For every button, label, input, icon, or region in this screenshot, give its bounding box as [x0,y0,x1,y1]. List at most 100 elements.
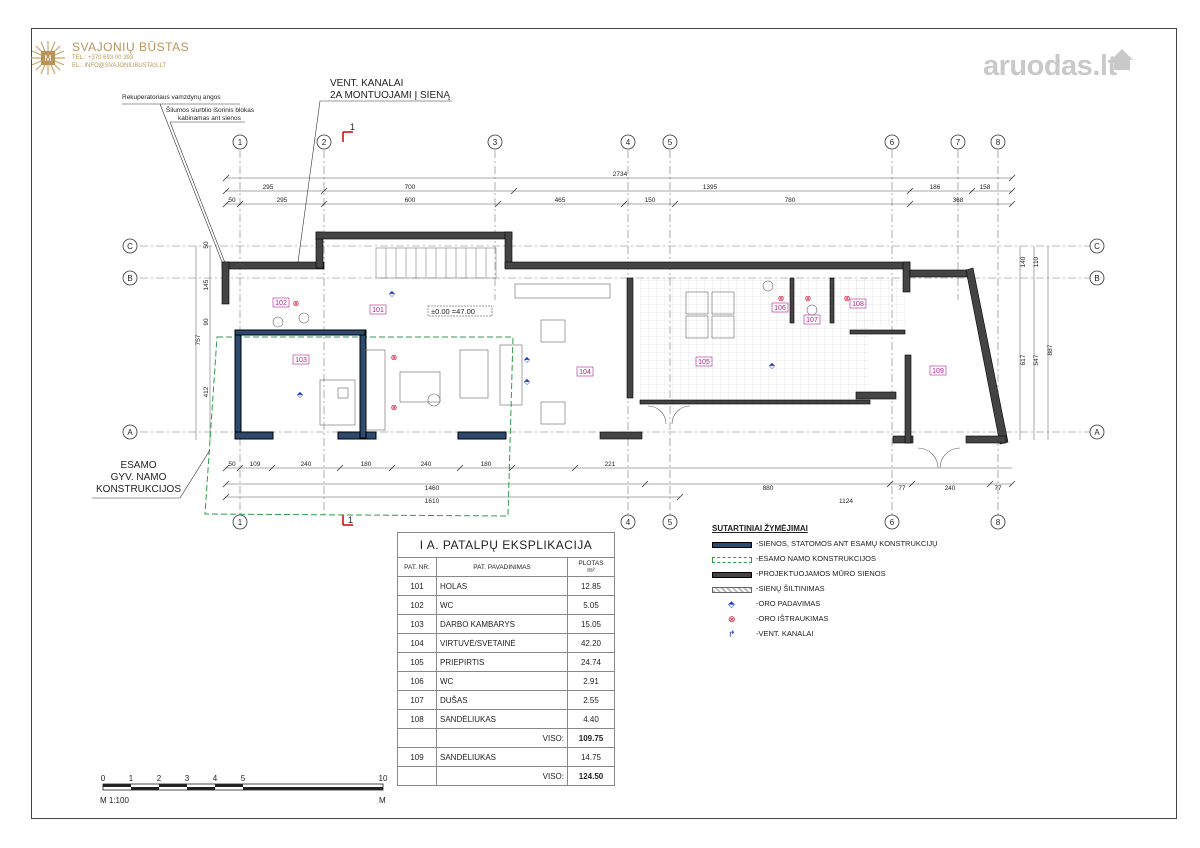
total-row: VISO:124.50 [397,766,615,786]
axis-bubble-c-right [1089,238,1105,254]
dimension-lines [195,177,1049,498]
row-name: PRIEPIRTIS [436,652,568,672]
row-nr: 103 [397,614,437,634]
air-supply-icon: ⬘ [769,361,776,370]
room-tag-107: 107 [806,317,818,324]
room-tag-109: 109 [932,368,944,375]
armchair-1 [540,319,566,343]
dim-bot-a: 50 [228,461,236,468]
legend-label: -PROJEKTUOJAMOS MŪRO SIENOS [756,569,886,578]
desk [319,379,356,426]
header-nr: PAT. NR. [397,557,437,577]
dim-bot-f: 180 [481,461,492,468]
scale-tick-label: 2 [157,774,162,783]
dim-total-top: 2734 [613,171,628,178]
sauna-bench-4 [711,315,735,339]
brand-block: M SVAJONIŲ BŪSTAS TEL.: +370 693 00 393 … [30,40,189,81]
dim-top2-f: 780 [785,197,796,204]
dim-bot2-a: 1460 [425,485,440,492]
room-tag-102: 102 [275,300,287,307]
axis-label-2-top: 2 [322,138,327,147]
row-name: DARBO KAMBARYS [436,614,568,634]
scale-tick-label: 5 [241,774,246,783]
watermark-suffix: .lt [1092,50,1117,82]
row-area: 24.74 [567,652,615,672]
row-area: 2.55 [567,690,615,710]
dim-top2-g: 368 [953,197,964,204]
dim-bot2-b: 880 [763,485,774,492]
section-mark-bottom: 1 [348,515,353,525]
dim-top-a: 295 [263,184,274,191]
row-area: 5.05 [567,595,615,615]
level-marker: ±0.00 =47.00 [431,307,475,316]
brand-name: SVAJONIŲ BŪSTAS [72,40,190,54]
dim-top2-a: 50 [228,197,236,204]
row-area: 15.05 [567,614,615,634]
scale-tick-label: 1 [129,774,134,783]
legend-item: -ESAMO NAMO KONSTRUKCIJOS [712,554,952,569]
room-tag-105: 105 [698,359,710,366]
axis-label-5-bottom: 5 [668,518,673,527]
row-name: VIRTUVĖ/SVETAINĖ [436,633,568,653]
dim-left-e: 50 [203,241,210,249]
sauna-bench-1 [685,291,709,315]
dim-right-e: 110 [1033,256,1040,267]
header-name: PAT. PAVADINIMAS [436,557,568,577]
axis-bubble-a-left [122,424,138,440]
header-area-unit: m² [587,567,595,574]
axis-label-b-right: B [1094,274,1099,283]
dim-bot-g: 221 [605,461,616,468]
armchair-2 [540,401,566,425]
legend-item: ⊗-ORO IŠTRAUKIMAS [712,614,952,629]
air-extract-icon: ⊗ [805,294,812,303]
dim-bot3-a: 1610 [425,498,440,505]
row-name: SANDĖLIUKAS [436,709,568,729]
axis-label-a-left: A [127,428,133,437]
dim-left-d: 90 [203,318,210,326]
row-nr: 108 [397,709,437,729]
row-nr: 106 [397,671,437,691]
axis-label-8-top: 8 [996,138,1001,147]
dim-bot-d: 180 [361,461,372,468]
row-name: SANDĖLIUKAS [436,747,568,767]
scale-bar: 0 1 2 3 4 5 10 M 1:100 M [100,772,400,817]
dim-bot2-e: 77 [994,485,1002,492]
brand-logo-icon: M [31,41,65,75]
dim-top-d: 186 [930,184,941,191]
axis-label-1-top: 1 [238,138,243,147]
dim-right-a: 140 [1020,256,1027,267]
room-tags: 101 102 103 104 105 106 107 108 109 [272,297,947,377]
legend-item: ↱-VENT. KANALAI [712,629,952,644]
existing-note-line2: GYV. NAMO [110,472,167,483]
row-nr: 101 [397,576,437,596]
chair [337,387,349,399]
tile-floor [640,278,905,406]
room-tag-104: 104 [579,369,591,376]
axis-label-8-bottom: 8 [996,518,1001,527]
air-extract-icon: ⊗ [391,353,398,362]
row-nr: 104 [397,633,437,653]
vent-note-line1: VENT. KANALAI [330,78,404,89]
row-nr: 107 [397,690,437,710]
axis-bubble-1-bottom [232,514,248,530]
dim-bot-c: 240 [301,461,312,468]
axis-bubble-5-top [662,134,678,150]
air-extract-icon: ⊗ [844,294,851,303]
axis-bubble-1-top [232,134,248,150]
kitchen-island [399,371,441,403]
dim-bot-e: 240 [421,461,432,468]
scale-tick-label: 0 [101,774,106,783]
axis-bubble-a-right [1089,424,1105,440]
legend-label: -ESAMO NAMO KONSTRUKCIJOS [756,554,877,563]
masonry-wall-symbol [712,572,752,578]
dim-bot-b: 109 [250,461,261,468]
legend-item: -SIENOS, STATOMOS ANT ESAMŲ KONSTRUKCIJŲ [712,539,952,554]
washbasin [272,316,284,328]
dim-top2-e: 150 [645,197,656,204]
toilet-2 [298,312,310,324]
